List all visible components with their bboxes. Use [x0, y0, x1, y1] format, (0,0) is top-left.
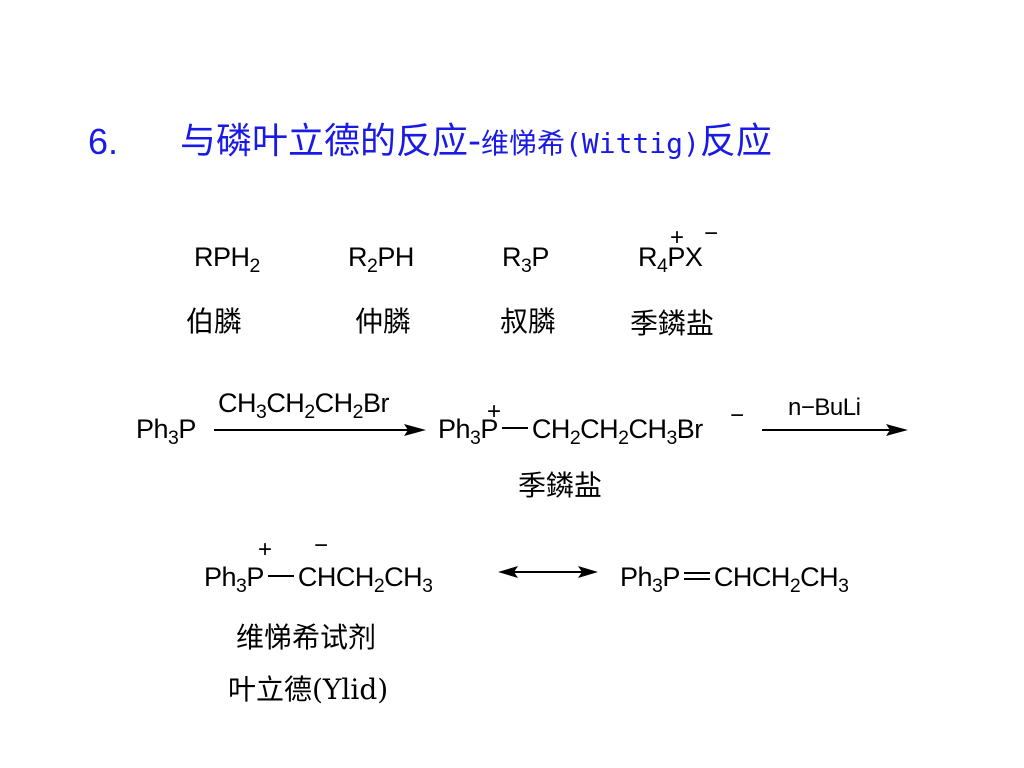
slide-title: 与磷叶立德的反应-维悌希(Wittig)反应: [180, 124, 772, 160]
label-wittig-reagent: 维悌希试剂: [236, 621, 377, 654]
title-tail-text: 反应: [699, 121, 772, 162]
label-tertiary-phosphine: 叔膦: [500, 305, 557, 338]
reaction-arrow-2: [762, 424, 908, 436]
slide-number: 6.: [88, 121, 119, 162]
reagent-propyl-bromide: CH3CH2CH2Br: [218, 388, 389, 424]
reactant-triphenylphosphine: Ph3P: [136, 414, 196, 450]
label-ylide: 叶立德(Ylid): [228, 673, 389, 706]
charge-minus: −: [704, 220, 719, 247]
charge-minus-product: −: [730, 402, 745, 429]
label-primary-phosphine: 伯膦: [186, 305, 243, 338]
title-wittig-text: 维悌希(Wittig): [481, 127, 700, 160]
charge-plus: +: [670, 224, 685, 251]
formula-secondary-phosphine: R2PH: [348, 242, 414, 278]
title-main-text: 与磷叶立德的反应-: [180, 121, 481, 162]
resonance-arrow: [498, 566, 598, 578]
label-quaternary-phosphonium: 季鏻盐: [630, 307, 715, 340]
single-bond: [267, 575, 294, 577]
charge-minus-ylide: −: [314, 532, 329, 559]
single-bond: [501, 427, 528, 429]
label-phosphonium-salt: 季鏻盐: [518, 469, 603, 502]
reaction-arrow-1: [214, 424, 426, 436]
charge-plus-product: +: [487, 398, 502, 425]
label-secondary-phosphine: 仲膦: [355, 305, 412, 338]
double-bond: [683, 572, 710, 580]
reagent-butyllithium: n−BuLi: [788, 394, 861, 421]
formula-quaternary-phosphonium: R4PX: [638, 242, 703, 278]
formula-primary-phosphine: RPH2: [194, 242, 260, 278]
charge-plus-ylide: +: [258, 536, 273, 563]
formula-tertiary-phosphine: R3P: [502, 242, 549, 278]
